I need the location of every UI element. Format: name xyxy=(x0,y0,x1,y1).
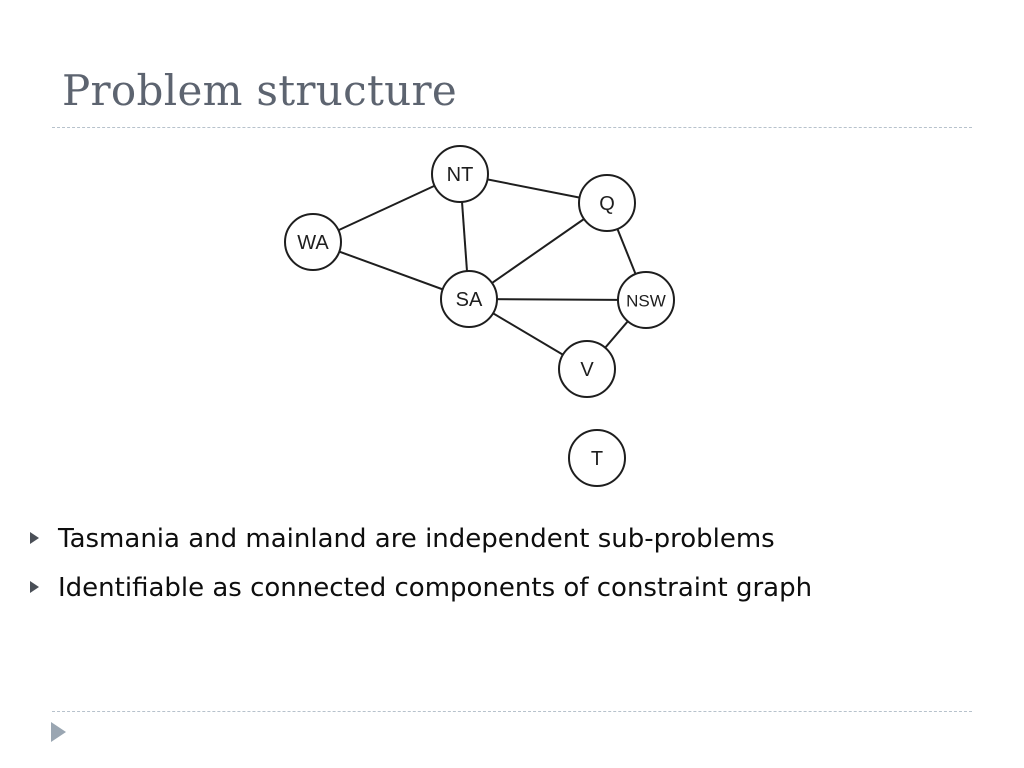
node-wa: WA xyxy=(284,213,342,271)
node-label: NT xyxy=(447,164,474,186)
slide-title: Problem structure xyxy=(62,66,458,115)
node-circle xyxy=(568,429,626,487)
edge-sa-nsw xyxy=(468,298,647,301)
node-q: Q xyxy=(578,174,636,232)
title-divider xyxy=(52,127,972,128)
node-circle xyxy=(558,340,616,398)
next-slide-arrow-icon[interactable] xyxy=(51,722,66,742)
node-nt: NT xyxy=(431,145,489,203)
footer-divider xyxy=(52,711,972,712)
node-label: T xyxy=(591,448,603,470)
node-circle xyxy=(431,145,489,203)
triangle-bullet-icon xyxy=(30,532,39,544)
bullet-item: Identifiable as connected components of … xyxy=(30,567,812,616)
bullet-item: Tasmania and mainland are independent su… xyxy=(30,518,812,567)
node-v: V xyxy=(558,340,616,398)
triangle-bullet-icon xyxy=(30,581,39,593)
node-circle xyxy=(578,174,636,232)
node-label: V xyxy=(580,359,594,381)
node-label: NSW xyxy=(626,292,666,311)
bullet-text: Tasmania and mainland are independent su… xyxy=(58,524,775,554)
node-sa: SA xyxy=(440,270,498,328)
node-label: WA xyxy=(297,232,329,254)
graph-nodes: WA NT Q SA NSW V T xyxy=(284,145,675,487)
node-label: Q xyxy=(599,193,615,215)
node-circle xyxy=(284,213,342,271)
node-circle xyxy=(440,270,498,328)
node-nsw: NSW xyxy=(617,271,675,329)
bullet-list: Tasmania and mainland are independent su… xyxy=(30,518,812,616)
node-t: T xyxy=(568,429,626,487)
node-label: SA xyxy=(456,289,483,311)
node-circle xyxy=(617,271,675,329)
bullet-text: Identifiable as connected components of … xyxy=(58,573,813,603)
